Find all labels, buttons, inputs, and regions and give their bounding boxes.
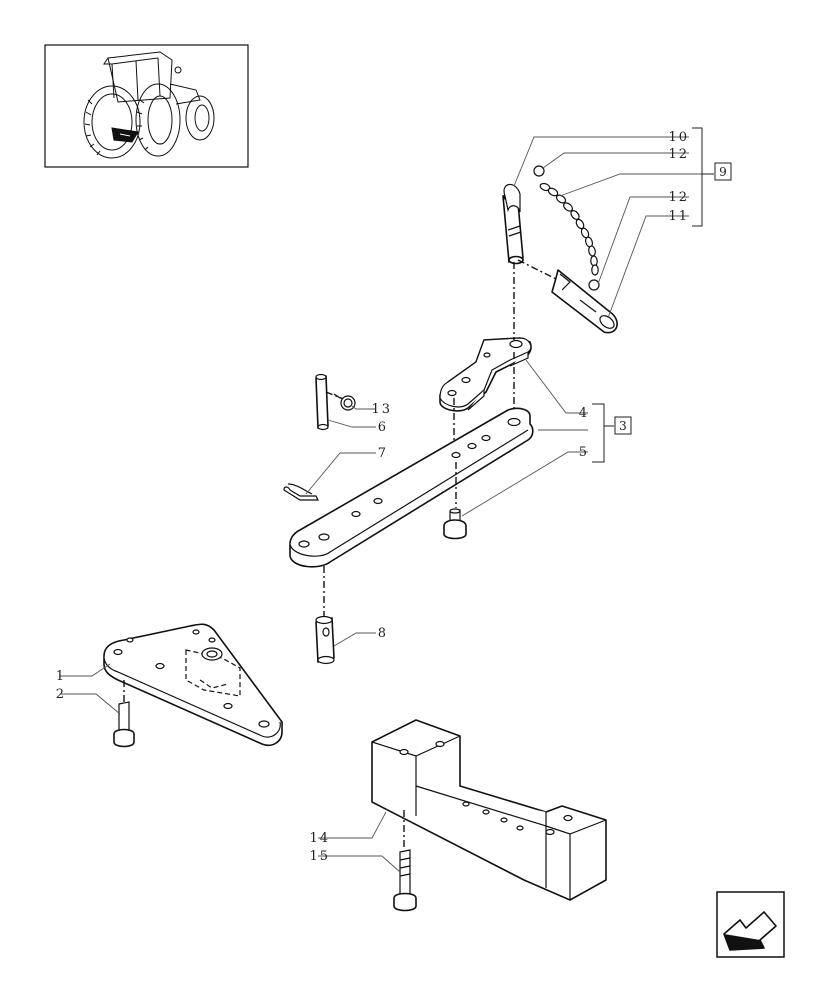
ring-part-12-top (533, 165, 545, 177)
tractor-rear-view-icon (83, 51, 215, 159)
callout-12-top: 12 (668, 147, 689, 162)
linch-pin-part-11 (551, 269, 618, 334)
callout-4: 4 (579, 406, 589, 421)
kit-ref-3-label: 3 (619, 419, 627, 433)
callout-10: 10 (668, 130, 689, 145)
ring-part-12-bottom (588, 279, 600, 291)
r-clip-part-7 (283, 483, 319, 501)
callout-labels: 10 12 12 11 4 5 13 6 7 8 1 2 14 15 (56, 130, 689, 864)
offset-plate-part-4 (439, 337, 532, 412)
leader-lines (60, 136, 714, 873)
callout-6: 6 (378, 420, 388, 435)
base-plate-part-1 (103, 623, 283, 747)
kit-ref-9-label: 9 (719, 165, 727, 179)
callout-8: 8 (378, 626, 388, 641)
callout-14: 14 (309, 831, 330, 846)
previous-page-arrow-icon[interactable] (716, 891, 785, 958)
brackets (592, 127, 714, 463)
pin-part-6 (315, 373, 329, 431)
centre-line-pin-to-linch (517, 259, 559, 281)
bolt-under-bar (443, 508, 467, 540)
support-block-part-14 (371, 719, 607, 901)
callout-2: 2 (56, 687, 66, 702)
callout-7: 7 (378, 446, 388, 461)
bolt-part-2 (113, 701, 135, 748)
chain-part-9 (539, 182, 599, 276)
bolt-part-15 (393, 849, 417, 912)
callout-5: 5 (579, 445, 589, 460)
long-pin-part-10 (502, 183, 524, 265)
kit-ref-box-3: 3 (614, 416, 632, 435)
callout-1: 1 (56, 669, 66, 684)
callout-12-bottom: 12 (668, 190, 689, 205)
tractor-thumbnail (44, 44, 249, 168)
kit-ref-box-9: 9 (714, 162, 732, 181)
callout-11: 11 (668, 209, 689, 224)
callout-15: 15 (309, 849, 330, 864)
drawbar-part-5 (289, 407, 534, 568)
clip-part-13 (333, 393, 356, 411)
callout-13: 13 (371, 402, 392, 417)
pin-part-8 (315, 615, 335, 665)
